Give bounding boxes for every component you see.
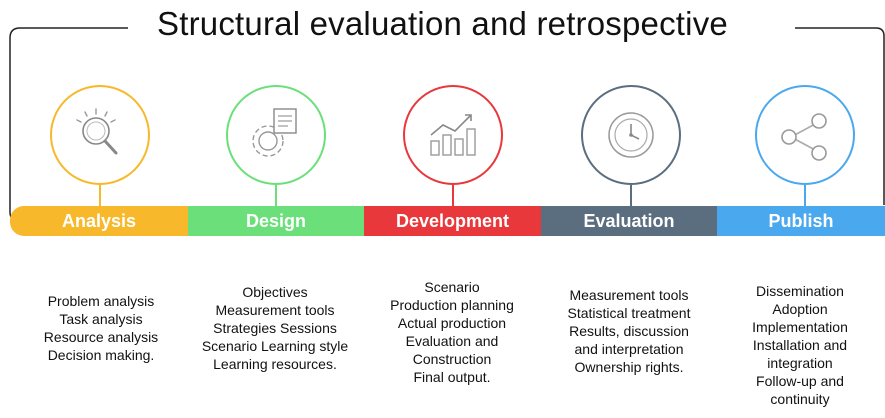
list-item: Resource analysis: [43, 329, 159, 345]
list-item: Implementation: [752, 319, 848, 335]
list-item: Scenario: [424, 279, 480, 295]
list-item: Production planning: [390, 297, 514, 313]
gear-document-icon: [252, 108, 297, 157]
list-item: Adoption: [772, 301, 828, 317]
list-item: Measurement tools: [569, 287, 689, 303]
analysis-label: Analysis: [61, 211, 137, 231]
design-stem: [275, 185, 277, 209]
evaluation-band: Evaluation: [541, 206, 717, 236]
publish-ring: [755, 85, 855, 185]
list-item: Measurement tools: [215, 302, 335, 318]
list-item: and interpretation: [574, 341, 684, 357]
analysis-description: Problem analysis Task analysis Resource …: [13, 292, 189, 364]
analysis-ring: [50, 85, 150, 185]
growth-chart-icon: [430, 114, 476, 156]
list-item: Decision making.: [47, 347, 155, 363]
diagram-title: Structural evaluation and retrospective: [157, 5, 728, 42]
list-item: Statistical treatment: [567, 305, 691, 321]
list-item: Results, discussion: [569, 323, 689, 339]
design-ring: [226, 85, 326, 185]
evaluation-description: Measurement tools Statistical treatment …: [540, 286, 718, 376]
evaluation-stem: [630, 185, 632, 209]
list-item: Objectives: [242, 284, 308, 300]
design-label: Design: [245, 211, 306, 231]
list-item: Task analysis: [59, 311, 143, 327]
list-item: Final output.: [413, 369, 491, 385]
analysis-stem: [99, 185, 101, 209]
evaluation-ring: [581, 85, 681, 185]
development-label: Development: [395, 211, 510, 231]
design-band: Design: [188, 206, 364, 236]
share-icon: [781, 113, 827, 161]
list-item: Problem analysis: [47, 293, 155, 309]
list-item: Dissemination: [756, 283, 844, 299]
list-item: Actual production: [397, 315, 507, 331]
development-stem: [452, 185, 454, 209]
development-description: Scenario Production planning Actual prod…: [362, 278, 542, 386]
clock-icon: [608, 112, 654, 158]
list-item: Scenario Learning style: [201, 338, 349, 354]
list-item: Construction: [412, 351, 492, 367]
publish-stem: [804, 185, 806, 209]
magnifier-icon: [76, 108, 118, 155]
list-item: continuity: [770, 391, 830, 407]
design-description: Objectives Measurement tools Strategies …: [180, 283, 370, 373]
development-ring: [403, 85, 503, 185]
list-item: Follow-up and: [756, 373, 844, 389]
list-item: Installation and: [752, 337, 848, 353]
publish-band: Publish: [717, 206, 885, 236]
analysis-band: Analysis: [10, 206, 188, 236]
development-band: Development: [364, 206, 541, 236]
publish-description: Dissemination Adoption Implementation In…: [725, 282, 875, 408]
list-item: Ownership rights.: [574, 359, 684, 375]
list-item: integration: [767, 355, 833, 371]
publish-label: Publish: [768, 211, 834, 231]
list-item: Learning resources.: [213, 356, 337, 372]
evaluation-label: Evaluation: [583, 211, 675, 231]
list-item: Evaluation and: [405, 333, 499, 349]
list-item: Strategies Sessions: [213, 320, 337, 336]
